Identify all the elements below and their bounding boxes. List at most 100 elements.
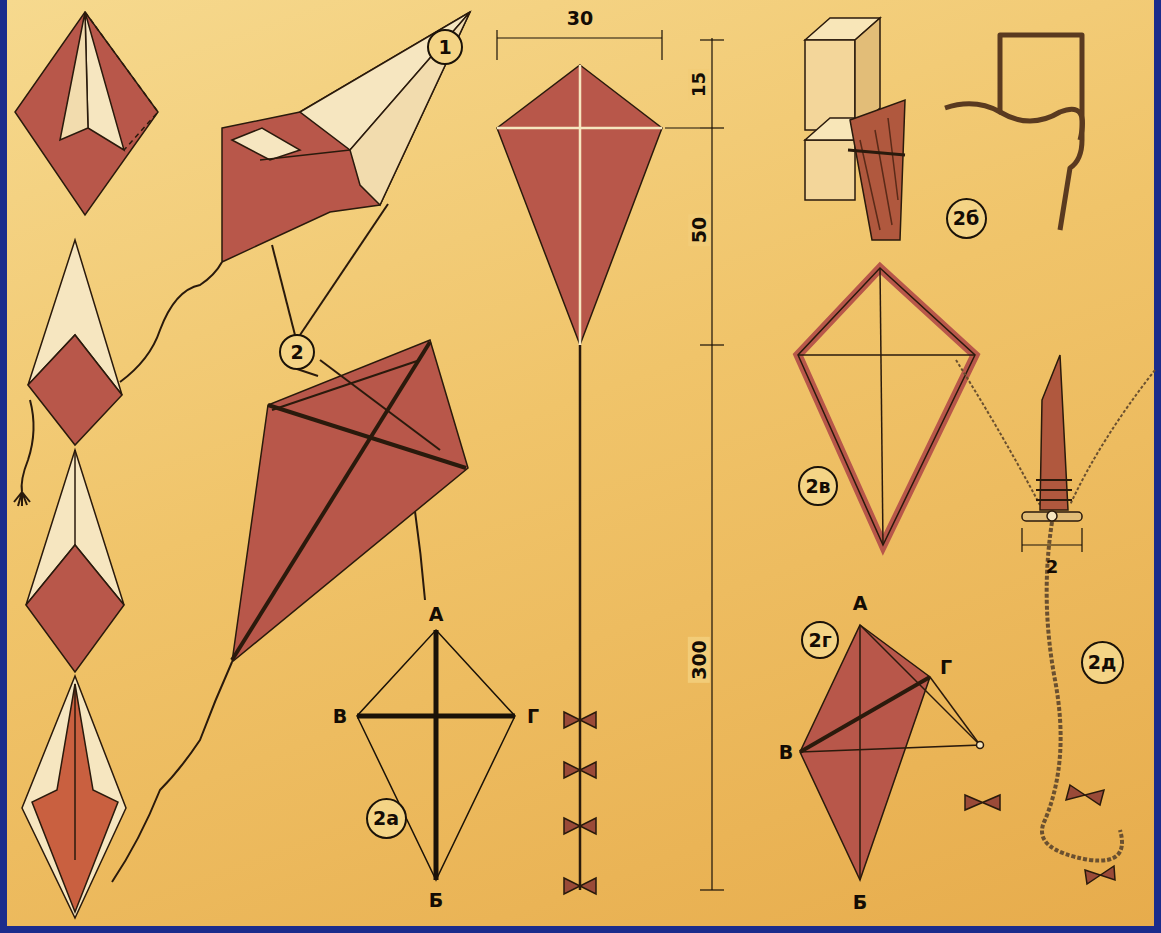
point-letter: В [333, 705, 347, 727]
fold-step-square-part [60, 12, 88, 140]
folded-kite-top [222, 12, 470, 262]
callout-number: 2г [808, 629, 831, 651]
kite-with-tail-part [497, 65, 662, 345]
kite-fold-2g-part [800, 625, 930, 880]
point-letter: Г [940, 656, 952, 678]
fold-step-b-part [74, 450, 76, 545]
kite-fold-2g-part [859, 625, 861, 880]
fold-step-square-part [15, 12, 158, 215]
callout-circle: 2б [946, 198, 987, 239]
frame-2v-part [798, 354, 975, 356]
dimension-lines-part [496, 30, 497, 60]
fold-step-c-part [74, 684, 76, 860]
bridle-2d-part [1040, 355, 1068, 510]
kite-assembled-part [268, 405, 466, 468]
bridle-2d-part [965, 785, 1115, 884]
dimension-lines [497, 30, 1082, 890]
frame-scheme-2a-part [357, 630, 515, 880]
fold-step-b [26, 450, 124, 672]
point-letter: В [779, 741, 793, 763]
dimension-lines-part [665, 127, 700, 128]
frame-2v [798, 268, 975, 545]
callout-circle: 2а [366, 798, 407, 839]
folded-kite-top-part [232, 128, 300, 160]
point-letter: Г [527, 705, 539, 727]
kite-with-tail-part [497, 127, 662, 130]
kite-assembled [232, 340, 468, 662]
callout-number: 2д [1088, 651, 1117, 673]
dimension-lines-part [497, 37, 662, 38]
callout-circle: 2в [798, 466, 838, 506]
tail-strings-part [297, 369, 318, 376]
fold-step-b-part [26, 545, 124, 672]
callout-number: 2а [373, 807, 399, 829]
joint-blocks-2b-part [805, 40, 855, 130]
fold-step-square [15, 12, 158, 215]
fold-step-a-part [22, 400, 34, 492]
bridle-2d-part [1036, 480, 1072, 500]
callout-number: 2в [805, 475, 830, 497]
dimension-value: 300 [688, 637, 710, 683]
point-letter: Б [853, 891, 867, 913]
folded-kite-top-part [350, 12, 470, 205]
joint-blocks-2b-part [848, 150, 905, 155]
point-letter: А [429, 603, 444, 625]
frame-2v-part [880, 268, 883, 545]
bridle-2d-part [1042, 522, 1122, 861]
fold-step-square-part [85, 12, 158, 150]
dimension-lines-part [1081, 528, 1082, 552]
fold-step-square-part [85, 12, 124, 150]
dimension-value: 15 [689, 68, 710, 99]
kite-assembled-part [232, 342, 430, 660]
kite-assembled-part [320, 360, 440, 450]
joint-blocks-2b-part [850, 100, 905, 240]
bridle-2d-part [1022, 512, 1082, 521]
callout-circle: 1 [427, 29, 463, 65]
dimension-lines-part [1022, 544, 1082, 545]
callout-circle: 2д [1081, 641, 1124, 684]
kite-fold-2g-part [930, 677, 980, 745]
joint-blocks-2b [805, 18, 905, 240]
kite-with-tail-part [579, 345, 582, 890]
dimension-value: 50 [688, 214, 710, 246]
fold-step-a [14, 240, 122, 506]
fold-step-c [22, 676, 126, 918]
kite-with-tail [497, 65, 662, 894]
dimension-lines-part [711, 38, 712, 890]
dimension-lines-part [700, 39, 724, 40]
callout-circle: 2 [279, 334, 315, 370]
folded-kite-top-part [260, 150, 350, 160]
joint-blocks-2b-part [860, 118, 898, 230]
tail-strings-part [272, 245, 295, 335]
fold-step-a-part [14, 492, 30, 506]
callout-number: 2б [953, 207, 980, 229]
fold-step-c-part [22, 676, 126, 918]
kite-assembled-part [232, 340, 468, 662]
dimension-lines-part [700, 889, 724, 890]
callout-number: 2 [290, 341, 303, 363]
joint-blocks-2b-part [805, 140, 855, 200]
knot-2b-part [1000, 109, 1083, 140]
frame-scheme-2a [357, 630, 515, 880]
kite-fold-2g [800, 625, 984, 880]
fold-step-c-part [32, 684, 118, 912]
tail-strings-part [112, 662, 232, 882]
kite-fold-2g-part [800, 677, 930, 752]
frame-scheme-2a-part [434, 630, 439, 880]
kite-fold-2g-part [977, 742, 984, 749]
fold-step-a-part [28, 335, 122, 445]
callout-circle: 2г [801, 621, 839, 659]
tail-strings-part [120, 262, 222, 382]
kite-with-tail-part [579, 65, 582, 345]
dimension-lines-part [661, 30, 662, 60]
point-letter: А [853, 592, 868, 614]
dimension-lines-part [1021, 528, 1022, 552]
frame-2v-part [798, 268, 975, 545]
dimension-lines-part [700, 127, 724, 128]
frame-scheme-2a-part [357, 714, 515, 719]
kite-fold-2g-part [800, 625, 980, 752]
dimension-value: 2 [1046, 556, 1059, 577]
bridle-2d [956, 355, 1155, 884]
frame-2v-part [798, 268, 975, 545]
